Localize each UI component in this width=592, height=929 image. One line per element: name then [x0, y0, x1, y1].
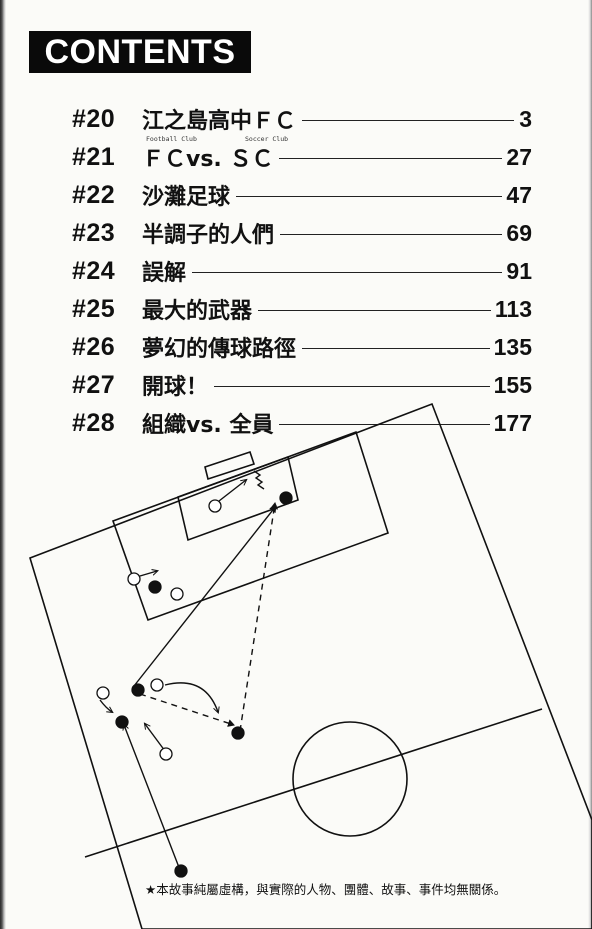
leader-line: [302, 119, 514, 121]
long-run: [124, 725, 181, 871]
player-filled: [174, 864, 188, 878]
leader-line: [302, 347, 490, 349]
page-number: 91: [506, 257, 532, 284]
leader-line: [258, 309, 491, 311]
chapter-number: #28: [72, 408, 116, 437]
pass-line: [133, 505, 277, 687]
leader-line: [236, 195, 503, 197]
page-number: 27: [506, 143, 532, 170]
goal-zigzag: [253, 470, 265, 490]
page-number: 177: [493, 409, 532, 436]
page-number: 3: [519, 105, 532, 132]
toc-entry-25[interactable]: #25 最大的武器 113: [72, 290, 532, 328]
player-filled: [131, 683, 145, 697]
player-hollow: [159, 747, 173, 761]
leader-line: [279, 157, 503, 159]
player-hollow: [150, 678, 164, 692]
chapter-number: #23: [72, 218, 116, 247]
defender-move-2: [99, 699, 112, 712]
toc-entry-27[interactable]: #27 開球！ 155: [72, 366, 532, 404]
player-hollow: [127, 572, 141, 586]
chapter-number: #26: [72, 332, 116, 361]
chapter-number: #27: [72, 370, 116, 399]
player-filled: [115, 715, 129, 729]
page-number: 135: [493, 333, 532, 360]
leader-line: [279, 423, 490, 425]
curved-run: [164, 682, 218, 712]
penalty-area: [111, 430, 389, 622]
defender-move-3: [145, 724, 166, 752]
center-circle: [292, 721, 408, 837]
leader-line: [280, 233, 503, 235]
toc-entry-20[interactable]: #20 江之島高中ＦＣ 3: [72, 100, 532, 138]
chapter-title: 沙灘足球: [142, 185, 231, 210]
contents-title: CONTENTS: [29, 31, 251, 73]
player-filled: [231, 726, 245, 740]
chapter-number: #24: [72, 256, 116, 285]
chapter-title: 半調子的人們: [142, 223, 275, 248]
toc-entry-24[interactable]: #24 誤解 91: [72, 252, 532, 290]
leader-line: [192, 271, 503, 273]
chapter-number: #21: [72, 142, 116, 171]
through-pass-line: [239, 502, 279, 732]
toc-entry-23[interactable]: #23 半調子的人們 69: [72, 214, 532, 252]
halfway-line: [84, 708, 543, 858]
chapter-title: 誤解: [142, 261, 187, 286]
defender-move-1: [139, 571, 157, 577]
page-edge-right: [588, 0, 592, 929]
player-filled: [148, 580, 162, 594]
leader-line: [214, 385, 490, 387]
chapter-title: 江之島高中ＦＣ: [142, 109, 297, 134]
toc-entry-22[interactable]: #22 沙灘足球 47: [72, 176, 532, 214]
table-of-contents: #20 江之島高中ＦＣ 3 Football Club Soccer Club …: [72, 100, 532, 442]
player-hollow: [170, 587, 184, 601]
page-edge-shadow: [0, 0, 6, 929]
attacker-move: [218, 480, 246, 502]
player-filled: [279, 491, 293, 505]
dashed-run: [139, 693, 235, 727]
player-hollow: [208, 499, 222, 513]
page-number: 69: [506, 219, 532, 246]
chapter-title: 夢幻的傳球路徑: [142, 337, 297, 362]
page-number: 113: [494, 295, 532, 322]
goal: [204, 450, 256, 481]
soccer-club-label: Soccer Club: [245, 135, 289, 143]
toc-entry-28[interactable]: #28 組織vs. 全員 177: [72, 404, 532, 442]
chapter-number: #20: [72, 104, 116, 133]
football-club-label: Football Club: [146, 135, 197, 143]
page-number: 47: [506, 181, 532, 208]
page-number: 155: [493, 371, 532, 398]
pitch-outline: [29, 402, 592, 929]
toc-entry-26[interactable]: #26 夢幻的傳球路徑 135: [72, 328, 532, 366]
toc-entry-21[interactable]: Football Club Soccer Club #21 ＦＣvs. ＳＣ 2…: [72, 135, 532, 176]
disclaimer-text: ★本故事純屬虛構，與實際的人物、團體、故事、事件均無關係。: [145, 882, 507, 897]
chapter-title: 最大的武器: [142, 299, 253, 324]
player-hollow: [96, 686, 110, 700]
chapter-title: 開球！: [142, 375, 209, 400]
chapter-title: 組織vs. 全員: [142, 413, 274, 438]
chapter-number: #22: [72, 180, 116, 209]
goal-area: [177, 455, 299, 542]
chapter-title: ＦＣvs. ＳＣ: [142, 147, 274, 172]
chapter-number: #25: [72, 294, 116, 323]
